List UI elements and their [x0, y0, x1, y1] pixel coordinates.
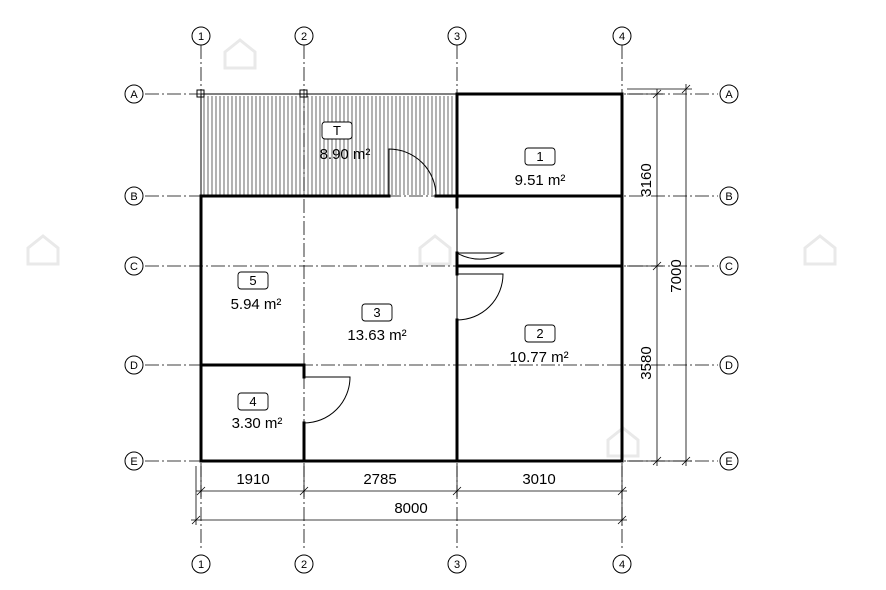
- axis-bubble-col4-top: 4: [612, 26, 632, 46]
- room-number: 3: [373, 305, 380, 320]
- axis-bubble-rowE-right: E: [719, 451, 739, 471]
- room-area: 13.63 m²: [347, 327, 406, 344]
- dimension-3160: 3160: [638, 163, 655, 196]
- watermark-house-icon: [418, 234, 452, 266]
- room-labels: T 8.90 m² 1 9.51 m² 2 10.77 m² 3 13.63 m…: [231, 121, 569, 432]
- room-number: 4: [249, 394, 256, 409]
- door-swing-room1: [456, 207, 505, 260]
- axis-bubble-rowA-right: A: [719, 84, 739, 104]
- watermark-house-icon: [26, 234, 60, 266]
- svg-text:D: D: [725, 360, 733, 372]
- axis-bubble-col1-top: 1: [191, 26, 211, 46]
- watermark-house-icon: [223, 38, 257, 70]
- axis-bubble-col3-bottom: 3: [447, 554, 467, 574]
- axis-bubble-col2-top: 2: [294, 26, 314, 46]
- door-swing-terrace: [388, 148, 437, 197]
- room-label-5: 5 5.94 m²: [231, 271, 282, 313]
- svg-text:3: 3: [454, 31, 460, 43]
- room-number: 1: [536, 149, 543, 164]
- room-number: 2: [536, 326, 543, 341]
- svg-text:1: 1: [198, 559, 204, 571]
- svg-text:A: A: [130, 89, 138, 101]
- axis-bubble-rowD-right: D: [719, 355, 739, 375]
- svg-text:E: E: [130, 456, 137, 468]
- svg-text:B: B: [725, 191, 732, 203]
- dimension-overall-depth: 7000: [668, 259, 685, 292]
- right-dimensions: 3160 3580 7000: [627, 84, 692, 466]
- axis-bubble-rowE-left: E: [124, 451, 144, 471]
- axis-bubble-col2-bottom: 2: [294, 554, 314, 574]
- axis-bubble-rowA-left: A: [124, 84, 144, 104]
- svg-text:C: C: [725, 261, 733, 273]
- room-label-2: 2 10.77 m²: [509, 324, 569, 366]
- room-area: 3.30 m²: [232, 415, 283, 432]
- axis-bubbles: 1 2 3 4 1 2 3 4: [124, 26, 739, 574]
- terrace-hatch: [203, 96, 457, 195]
- axis-bubble-rowC-left: C: [124, 256, 144, 276]
- dimension-3010: 3010: [522, 471, 555, 488]
- dimension-3580: 3580: [638, 346, 655, 379]
- svg-text:2: 2: [301, 559, 307, 571]
- dimension-1910: 1910: [236, 471, 269, 488]
- bottom-dimensions: 1910 2785 3010 8000: [191, 466, 627, 525]
- room-area: 10.77 m²: [509, 349, 568, 366]
- svg-text:1: 1: [198, 31, 204, 43]
- axis-bubble-col1-bottom: 1: [191, 554, 211, 574]
- axis-bubble-col4-bottom: 4: [612, 554, 632, 574]
- room-number: T: [333, 123, 341, 138]
- room-label-4: 4 3.30 m²: [232, 392, 283, 432]
- axis-bubble-rowD-left: D: [124, 355, 144, 375]
- room-label-T: T 8.90 m²: [320, 121, 371, 163]
- watermark-house-icon: [803, 234, 837, 266]
- room-area: 5.94 m²: [231, 296, 282, 313]
- svg-text:2: 2: [301, 31, 307, 43]
- svg-text:4: 4: [619, 31, 625, 43]
- room-label-3: 3 13.63 m²: [347, 303, 407, 344]
- room-label-1: 1 9.51 m²: [515, 147, 566, 189]
- dimension-2785: 2785: [363, 471, 396, 488]
- svg-text:C: C: [130, 261, 138, 273]
- svg-text:A: A: [725, 89, 733, 101]
- svg-text:B: B: [130, 191, 137, 203]
- doors: [303, 148, 505, 424]
- door-swing-room4: [303, 376, 351, 424]
- svg-text:4: 4: [619, 559, 625, 571]
- room-area: 9.51 m²: [515, 172, 566, 189]
- axis-bubble-col3-top: 3: [447, 26, 467, 46]
- axis-bubble-rowC-right: C: [719, 256, 739, 276]
- room-area: 8.90 m²: [320, 146, 371, 163]
- watermark-icons: [26, 38, 837, 458]
- axis-bubble-rowB-left: B: [124, 186, 144, 206]
- door-swing-room2: [456, 273, 504, 321]
- svg-text:E: E: [725, 456, 732, 468]
- svg-text:D: D: [130, 360, 138, 372]
- axis-bubble-rowB-right: B: [719, 186, 739, 206]
- svg-text:3: 3: [454, 559, 460, 571]
- dimension-overall-width: 8000: [394, 500, 427, 517]
- room-number: 5: [249, 273, 256, 288]
- walls: [196, 89, 624, 463]
